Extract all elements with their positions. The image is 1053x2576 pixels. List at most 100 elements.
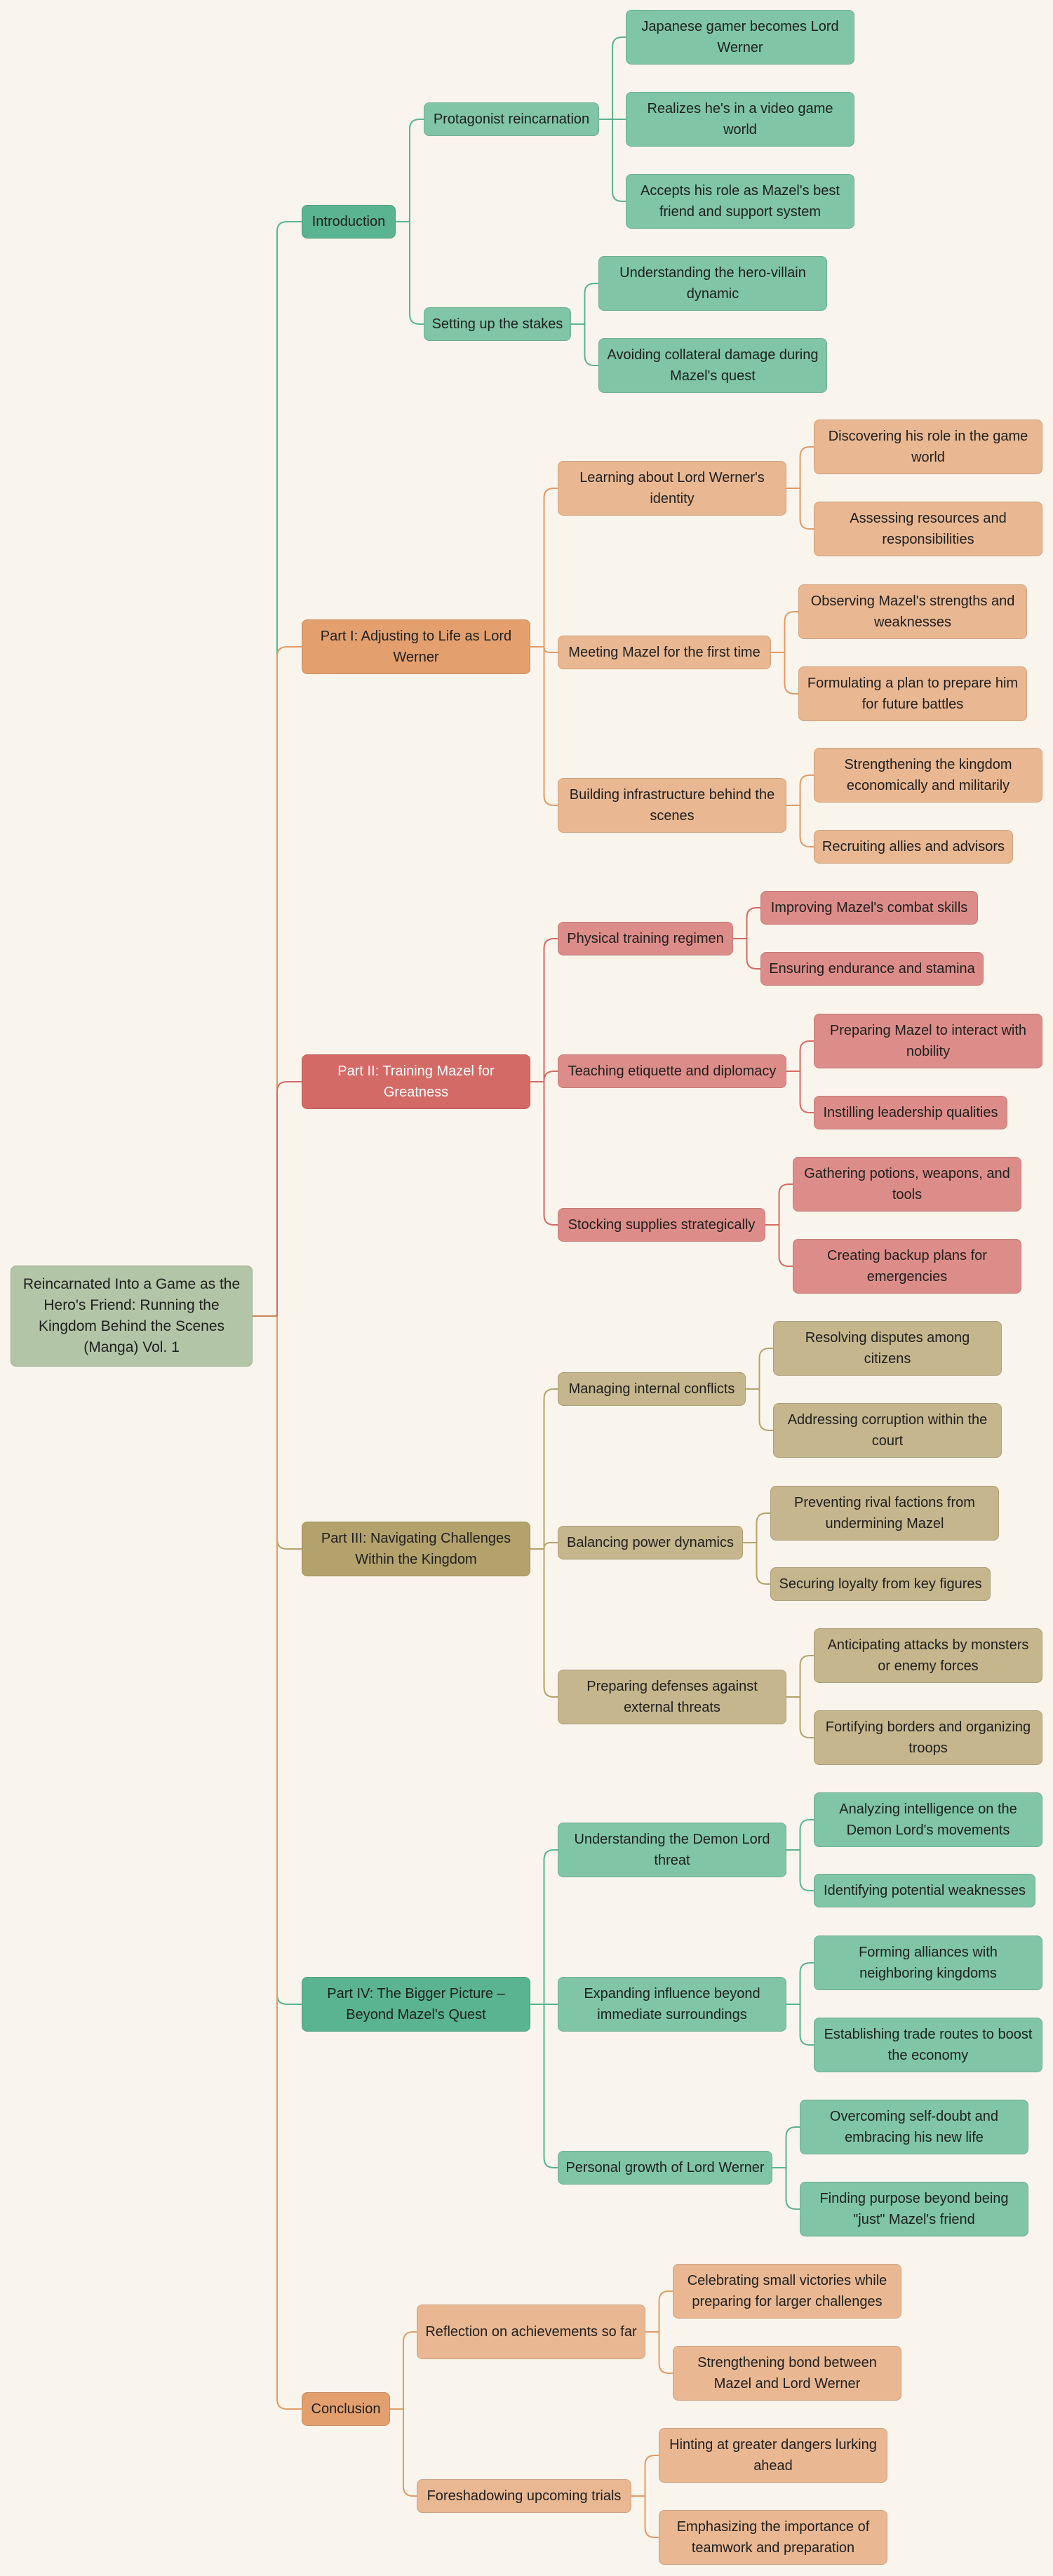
topic-link-link [758,1389,773,1431]
leaf-avoiding-damage[interactable]: Avoiding collateral damage during Mazel'… [598,338,827,393]
branch-link-link [543,1071,558,1082]
branch-link-link [543,2004,558,2168]
topic-link-link [778,1183,793,1225]
leaf-fortifying-borders[interactable]: Fortifying borders and organizing troops [814,1710,1042,1765]
topic-link-link [799,1071,814,1113]
branch-link-link [403,2409,417,2497]
root-link [276,1316,302,2410]
branch-conclusion[interactable]: Conclusion [302,2392,390,2426]
leaf-observing-mazel[interactable]: Observing Mazel's strengths and weakness… [798,584,1027,639]
topic-link-link [785,2126,800,2168]
root-node[interactable]: Reincarnated Into a Game as the Hero's F… [11,1266,253,1367]
branch-link-link [543,1849,558,2004]
root-link [276,221,302,1316]
topic-internal-conflicts[interactable]: Managing internal conflicts [558,1372,746,1406]
topic-defenses[interactable]: Preparing defenses against external thre… [558,1670,786,1724]
leaf-finding-purpose[interactable]: Finding purpose beyond being "just" Maze… [800,2182,1028,2236]
topic-reflection[interactable]: Reflection on achievements so far [417,2305,645,2359]
branch-link-link [543,488,558,647]
topic-link-link [746,939,760,970]
topic-link-link [799,1819,814,1850]
topic-link-link [612,36,626,119]
topic-link-link [799,2004,814,2046]
topic-demon-lord[interactable]: Understanding the Demon Lord threat [558,1823,786,1877]
leaf-recruiting-allies[interactable]: Recruiting allies and advisors [814,830,1013,864]
leaf-preparing-nobility[interactable]: Preparing Mazel to interact with nobilit… [814,1014,1042,1068]
root-link [276,1316,302,2005]
leaf-strengthening-kingdom[interactable]: Strengthening the kingdom economically a… [814,748,1042,803]
leaf-endurance[interactable]: Ensuring endurance and stamina [760,952,984,986]
topic-stocking-supplies[interactable]: Stocking supplies strategically [558,1208,765,1242]
topic-physical-training[interactable]: Physical training regimen [558,922,733,955]
branch-part-4[interactable]: Part IV: The Bigger Picture – Beyond Maz… [302,1977,530,2032]
leaf-realizes-video-game[interactable]: Realizes he's in a video game world [626,92,854,147]
topic-link-link [799,1962,814,2004]
branch-link-link [543,938,558,1082]
branch-introduction[interactable]: Introduction [302,205,396,239]
leaf-resolving-disputes[interactable]: Resolving disputes among citizens [773,1321,1002,1376]
leaf-greater-dangers[interactable]: Hinting at greater dangers lurking ahead [659,2428,887,2483]
leaf-alliances[interactable]: Forming alliances with neighboring kingd… [814,1936,1042,1990]
topic-building-infrastructure[interactable]: Building infrastructure behind the scene… [558,778,786,833]
leaf-combat-skills[interactable]: Improving Mazel's combat skills [760,891,978,925]
topic-etiquette[interactable]: Teaching etiquette and diplomacy [558,1054,786,1088]
branch-link-link [543,646,558,653]
leaf-weaknesses[interactable]: Identifying potential weaknesses [814,1874,1035,1907]
branch-part-3[interactable]: Part III: Navigating Challenges Within t… [302,1522,530,1576]
leaf-backup-plans[interactable]: Creating backup plans for emergencies [793,1239,1021,1294]
leaf-strengthening-bond[interactable]: Strengthening bond between Mazel and Lor… [673,2346,901,2401]
root-link [276,1081,302,1316]
leaf-anticipating-attacks[interactable]: Anticipating attacks by monsters or enem… [814,1628,1042,1683]
topic-meeting-mazel[interactable]: Meeting Mazel for the first time [558,636,771,669]
leaf-trade-routes[interactable]: Establishing trade routes to boost the e… [814,2018,1042,2072]
branch-part-1[interactable]: Part I: Adjusting to Life as Lord Werner [302,619,530,674]
branch-link-link [409,222,424,325]
branch-link-link [543,1549,558,1698]
topic-power-dynamics[interactable]: Balancing power dynamics [558,1526,743,1559]
topic-link-link [784,611,798,652]
leaf-japanese-gamer[interactable]: Japanese gamer becomes Lord Werner [626,10,854,65]
leaf-analyzing-intelligence[interactable]: Analyzing intelligence on the Demon Lord… [814,1792,1042,1847]
leaf-assessing-resources[interactable]: Assessing resources and responsibilities [814,502,1042,556]
topic-link-link [658,2332,673,2374]
topic-link-link [799,488,814,530]
branch-part-2[interactable]: Part II: Training Mazel for Greatness [302,1054,530,1109]
topic-link-link [758,1348,773,1389]
topic-link-link [799,805,814,847]
leaf-small-victories[interactable]: Celebrating small victories while prepar… [673,2264,901,2319]
topic-link-link [584,283,598,324]
topic-link-link [584,324,598,366]
topic-expanding-influence[interactable]: Expanding influence beyond immediate sur… [558,1977,786,2032]
leaf-gathering-potions[interactable]: Gathering potions, weapons, and tools [793,1157,1021,1212]
leaf-teamwork[interactable]: Emphasizing the importance of teamwork a… [659,2510,887,2565]
topic-link-link [746,907,760,939]
topic-link-link [799,1697,814,1738]
leaf-self-doubt[interactable]: Overcoming self-doubt and embracing his … [800,2100,1028,2154]
branch-link-link [403,2331,417,2409]
leaf-corruption[interactable]: Addressing corruption within the court [773,1403,1002,1458]
topic-learning-identity[interactable]: Learning about Lord Werner's identity [558,461,786,516]
topic-setting-stakes[interactable]: Setting up the stakes [424,307,571,341]
leaf-rival-factions[interactable]: Preventing rival factions from undermini… [770,1486,999,1541]
branch-link-link [543,1388,558,1549]
topic-link-link [658,2290,673,2332]
topic-protagonist-reincarnation[interactable]: Protagonist reincarnation [424,102,599,136]
topic-link-link [756,1543,770,1585]
topic-link-link [799,1655,814,1697]
leaf-accepts-role[interactable]: Accepts his role as Mazel's best friend … [626,174,854,229]
leaf-discovering-role[interactable]: Discovering his role in the game world [814,420,1042,474]
topic-personal-growth[interactable]: Personal growth of Lord Werner [558,2151,772,2185]
topic-link-link [799,1040,814,1071]
topic-foreshadowing[interactable]: Foreshadowing upcoming trials [417,2479,631,2513]
branch-link-link [543,1542,558,1550]
branch-link-link [409,119,424,222]
leaf-hero-villain[interactable]: Understanding the hero-villain dynamic [598,256,827,311]
topic-link-link [799,774,814,805]
topic-link-link [799,1850,814,1891]
leaf-formulating-plan[interactable]: Formulating a plan to prepare him for fu… [798,666,1027,721]
leaf-securing-loyalty[interactable]: Securing loyalty from key figures [770,1567,991,1601]
topic-link-link [644,2455,659,2496]
leaf-leadership[interactable]: Instilling leadership qualities [814,1096,1007,1129]
topic-link-link [612,119,626,202]
